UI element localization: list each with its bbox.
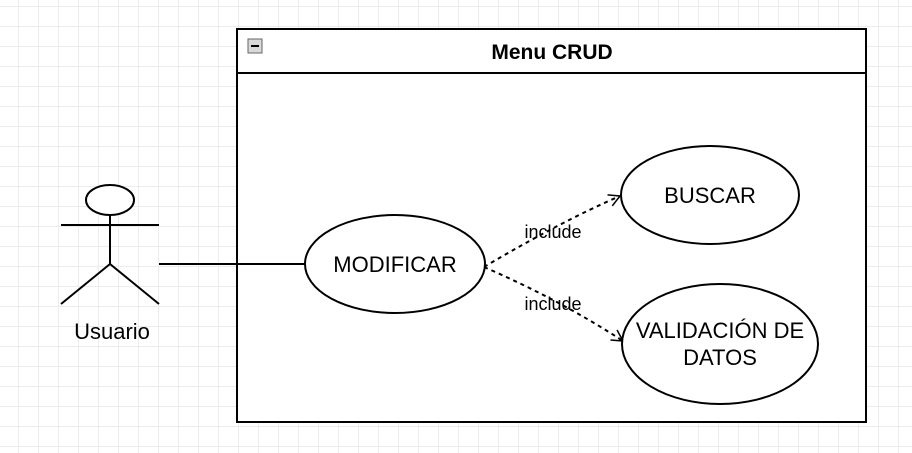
actor-label: Usuario — [74, 319, 150, 344]
use-case-modificar-label: MODIFICAR — [333, 252, 456, 277]
include-label-validacion: include — [524, 294, 581, 314]
actor-usuario[interactable] — [60, 184, 160, 305]
include-label-buscar: include — [524, 222, 581, 242]
include-edge-buscar[interactable] — [483, 194, 622, 268]
use-case-buscar[interactable] — [620, 145, 800, 245]
collapse-icon[interactable] — [247, 38, 263, 54]
system-title: Menu CRUD — [491, 41, 612, 64]
actor-head — [85, 184, 135, 216]
include-edge-validacion[interactable] — [483, 266, 625, 342]
use-case-validacion-label-line1: VALIDACIÓN DE — [636, 318, 804, 343]
use-case-buscar-label: BUSCAR — [664, 183, 756, 208]
use-case-validacion-datos[interactable] — [621, 283, 819, 405]
use-case-modificar[interactable] — [304, 214, 486, 314]
use-case-validacion-label-line2: DATOS — [683, 345, 757, 370]
actor-right-leg — [109, 263, 160, 305]
actor-left-leg — [60, 263, 111, 305]
